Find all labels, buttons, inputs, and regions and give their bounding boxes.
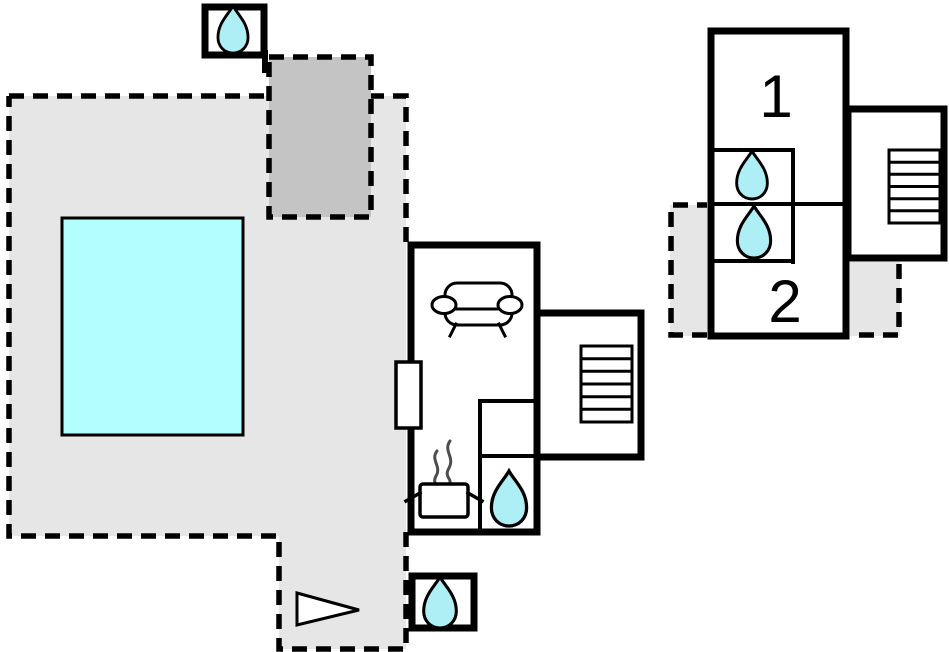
sofa-icon [430, 281, 524, 339]
water-drop-icon [735, 148, 769, 201]
guest-house-terrace-left-outline [668, 202, 712, 338]
window-icon [394, 360, 423, 430]
stair-treads [887, 160, 942, 213]
shaded-area [269, 57, 371, 217]
guest-house: 1 2 [707, 27, 948, 340]
guest-house-stair-annex-walls [844, 105, 948, 262]
guest-house-terrace-right [850, 262, 900, 336]
stove-icon [403, 439, 485, 519]
room-2-label: 2 [768, 268, 801, 335]
stairs-icon [887, 148, 942, 225]
shaded-area-dashed-outline [266, 54, 374, 220]
swimming-pool [60, 216, 245, 437]
main-house [394, 241, 645, 536]
stove-pot-handles [403, 490, 485, 504]
outbuilding-bottom [408, 572, 478, 632]
sofa-legs [447, 321, 508, 339]
guest-house-terrace-left [670, 205, 712, 336]
stove-pot [418, 482, 470, 519]
outbuilding-top [201, 3, 268, 73]
water-drop-icon [489, 467, 529, 528]
steam-line-right [445, 439, 453, 484]
main-house-stair-annex-walls [533, 309, 645, 461]
stairs-icon [579, 344, 634, 424]
water-drop-icon [735, 202, 773, 260]
direction-arrow-icon [295, 591, 360, 627]
guest-house-annex-floor [845, 105, 948, 262]
water-drop-icon [422, 573, 458, 630]
terrace-dashed-outline [6, 93, 409, 652]
room-1-label: 1 [759, 63, 792, 130]
guest-house-partition-walls [712, 148, 846, 264]
guest-house-floor [707, 27, 850, 340]
guest-house-terrace-right-outline [851, 264, 902, 338]
sofa-armrest-left [430, 295, 458, 315]
water-drop-icon [216, 3, 250, 55]
stair-treads [579, 357, 634, 411]
sofa-armrest-right [496, 295, 524, 315]
bathroom-partition-walls [478, 399, 536, 534]
